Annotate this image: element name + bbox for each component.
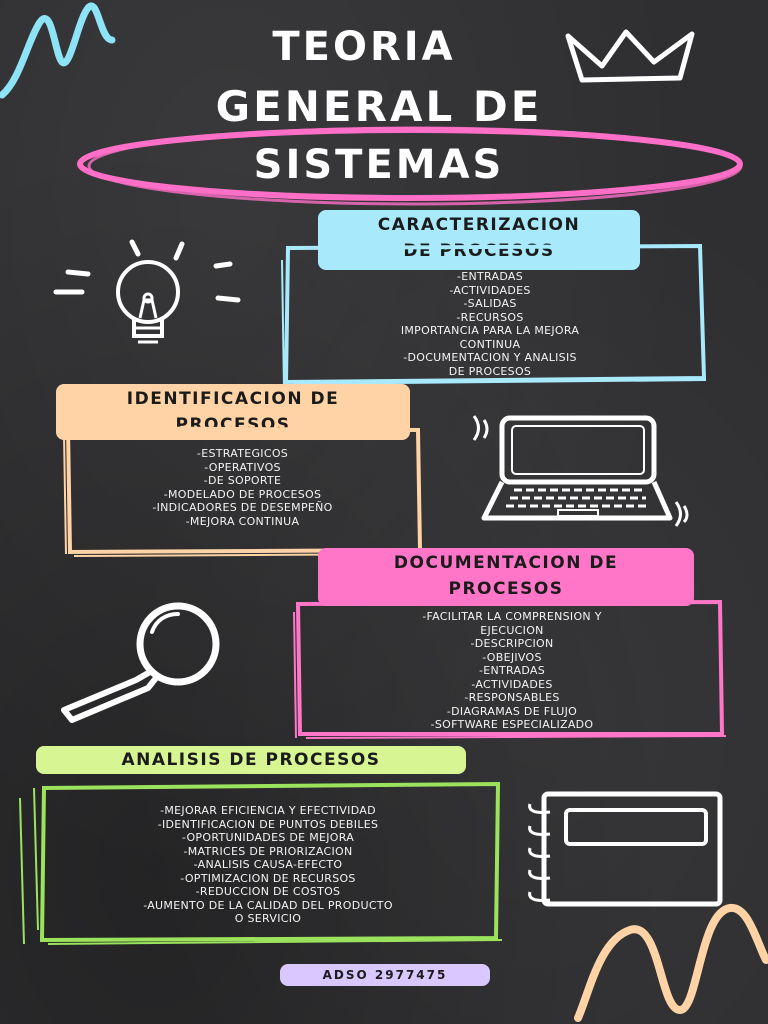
documentacion-heading-line2: PROCESOS: [448, 579, 564, 599]
title-line-3: SISTEMAS: [253, 142, 505, 188]
list-item: -RECURSOS: [456, 310, 524, 324]
list-item: -ANALISIS CAUSA-EFECTO: [193, 858, 343, 871]
list-item: -ENTRADAS: [456, 270, 524, 283]
list-item: -OPERATIVOS: [204, 460, 281, 474]
list-item: IMPORTANCIA PARA LA MEJORA: [400, 324, 580, 337]
list-item: -MEJORAR EFICIENCIA Y EFECTIVIDAD: [160, 804, 376, 817]
magnifier-icon: [61, 602, 220, 723]
documentacion-heading: DOCUMENTACION DE PROCESOS: [318, 548, 694, 606]
squiggle-icon: [574, 904, 768, 1022]
list-item: -FACILITAR LA COMPRENSION Y: [422, 610, 602, 623]
title-line-1: TEORIA: [272, 24, 456, 70]
title-ellipse: [77, 126, 743, 206]
list-item: -OBEJIVOS: [482, 650, 542, 664]
notebook-icon: [528, 791, 723, 907]
list-item: -ESTRATEGICOS: [196, 447, 289, 460]
list-item: -DIAGRAMAS DE FLUJO: [446, 704, 578, 718]
list-item: -INDICADORES DE DESEMPEÑO: [152, 501, 333, 514]
identificacion-list: -ESTRATEGICOS -OPERATIVOS -DE SOPORTE -M…: [70, 447, 415, 528]
identificacion-heading-line1: IDENTIFICACION DE: [126, 389, 340, 409]
caracterizacion-heading: CARACTERIZACION DE PROCESOS: [318, 210, 640, 270]
analisis-heading: ANALISIS DE PROCESOS: [36, 746, 466, 774]
lightbulb-icon: [53, 239, 241, 344]
laptop-icon: [472, 415, 689, 527]
documentacion-list: -FACILITAR LA COMPRENSION Y EJECUCION -D…: [302, 610, 722, 732]
squiggle-icon: [0, 2, 116, 99]
list-item: -OPORTUNIDADES DE MEJORA: [181, 831, 355, 844]
caracterizacion-box: [281, 243, 707, 389]
caracterizacion-list: -ENTRADAS -ACTIVIDADES -SALIDAS -RECURSO…: [290, 270, 690, 378]
list-item: -ACTIVIDADES: [471, 677, 553, 691]
list-item: -SALIDAS: [463, 297, 517, 310]
list-item: -ACTIVIDADES: [449, 283, 531, 297]
list-item: CONTINUA: [459, 337, 521, 351]
list-item: -RESPONSABLES: [464, 691, 560, 704]
list-item: -AUMENTO DE LA CALIDAD DEL PRODUCTO: [143, 898, 393, 912]
list-item: -DOCUMENTACION Y ANALISIS: [403, 351, 577, 364]
analisis-list: -MEJORAR EFICIENCIA Y EFECTIVIDAD -IDENT…: [48, 804, 488, 926]
list-item: -DE SOPORTE: [203, 474, 282, 487]
documentacion-heading-line1: DOCUMENTACION DE: [393, 553, 619, 573]
list-item: -DESCRIPCION: [470, 637, 554, 650]
title-line-2: GENERAL DE: [215, 82, 543, 131]
list-item: -OPTIMIZACION DE RECURSOS: [180, 871, 356, 885]
list-item: EJECUCION: [480, 623, 544, 637]
analisis-box: [19, 781, 503, 945]
list-item: DE PROCESOS: [448, 364, 532, 378]
list-item: -MATRICES DE PRIORIZACION: [183, 844, 353, 858]
documentacion-box: [293, 599, 727, 739]
caracterizacion-heading-line1: CARACTERIZACION: [377, 215, 581, 235]
list-item: O SERVICIO: [234, 912, 302, 925]
crown-icon: [565, 29, 695, 83]
footer-label: ADSO 2977475: [280, 964, 490, 986]
list-item: -REDUCCION DE COSTOS: [195, 885, 341, 898]
list-item: -ENTRADAS: [478, 664, 546, 677]
list-item: -MEJORA CONTINUA: [185, 514, 300, 528]
list-item: -SOFTWARE ESPECIALIZADO: [430, 718, 594, 731]
list-item: -MODELADO DE PROCESOS: [163, 487, 322, 501]
list-item: -IDENTIFICACION DE PUNTOS DEBILES: [157, 817, 379, 831]
